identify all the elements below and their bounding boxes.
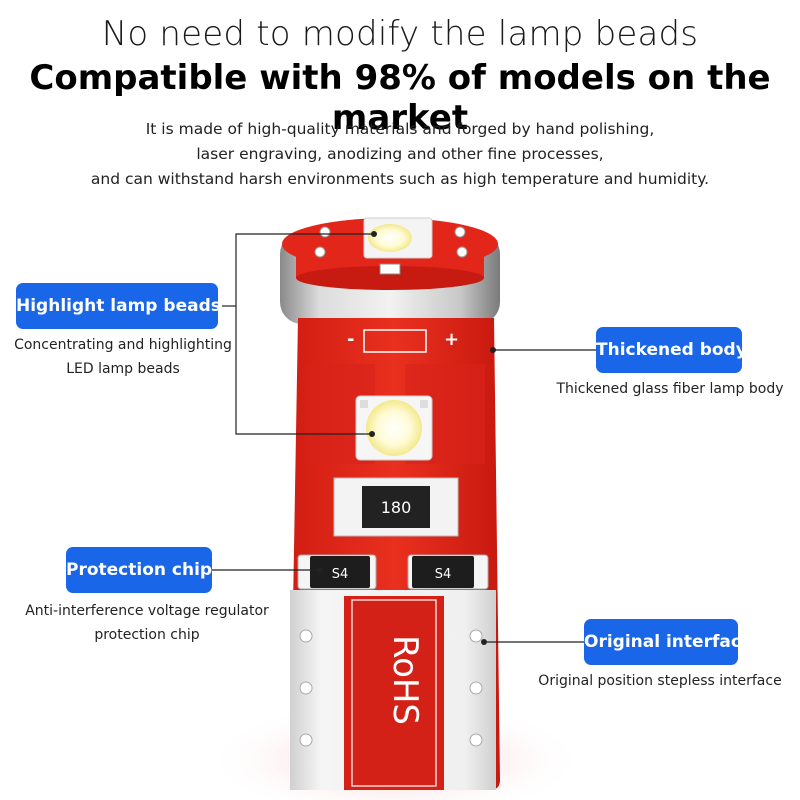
highlight-caption-line-2: LED lamp beads <box>66 361 180 377</box>
resistor-body <box>362 486 430 528</box>
thickened-caption-line-1: Thickened glass fiber lamp body <box>556 381 784 397</box>
protection-caption-line-2: protection chip <box>94 627 200 643</box>
leader-highlight <box>235 233 374 435</box>
diode-right-code: S4 <box>435 567 452 582</box>
headline-primary: No need to modify the lamp beads <box>101 14 699 54</box>
interface-caption-line-1: Original position stepless interface <box>538 673 782 689</box>
original-interface-badge: Original interface <box>584 619 752 665</box>
minus-sign: - <box>347 329 354 350</box>
description-line-2: laser engraving, anodizing and other fin… <box>196 145 604 163</box>
protection-chip-badge: Protection chip <box>66 547 212 593</box>
middle-led-glow <box>366 400 422 456</box>
rohs-mark: RoHS <box>385 635 425 725</box>
protection-caption-line-1: Anti-interference voltage regulator <box>25 603 269 619</box>
diode-left-code: S4 <box>332 567 349 582</box>
top-led-glow <box>368 224 412 252</box>
original-interface-caption: Original position stepless interface <box>534 669 786 693</box>
highlight-lamp-beads-caption: Concentrating and highlighting LED lamp … <box>0 333 246 381</box>
plus-sign: + <box>444 329 459 350</box>
protection-chip-caption: Anti-interference voltage regulator prot… <box>14 599 280 647</box>
leader-lines <box>210 233 598 643</box>
highlight-caption-line-1: Concentrating and highlighting <box>14 337 232 353</box>
description: It is made of high-quality materials and… <box>0 117 800 192</box>
headline-secondary: Compatible with 98% of models on the mar… <box>29 58 771 138</box>
rohs-strip <box>344 596 444 790</box>
thickened-body-caption: Thickened glass fiber lamp body <box>548 377 792 401</box>
description-line-1: It is made of high-quality materials and… <box>145 120 655 138</box>
resistor-code: 180 <box>381 498 412 517</box>
description-line-3: and can withstand harsh environments suc… <box>90 170 710 188</box>
highlight-lamp-beads-badge: Highlight lamp beads <box>16 283 221 329</box>
thickened-body-badge: Thickened body <box>596 327 747 373</box>
